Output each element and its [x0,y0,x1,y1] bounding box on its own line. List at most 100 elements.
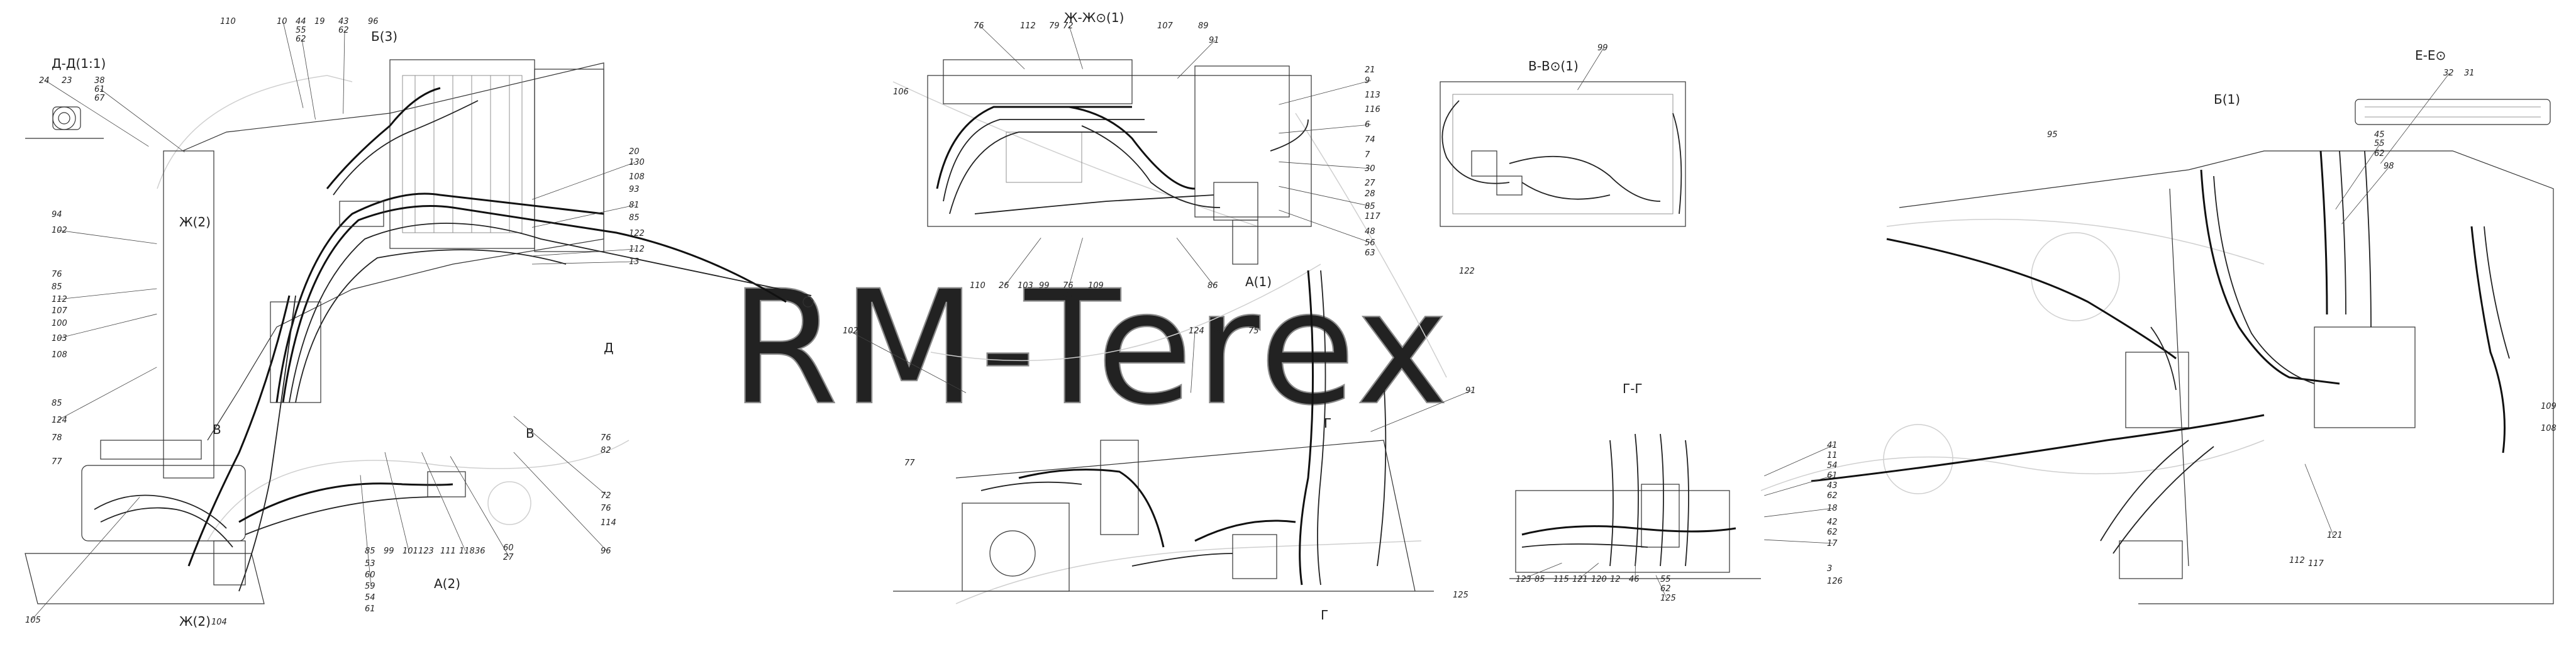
callout-number: 112 [629,245,645,254]
callout-number: 19 [314,17,325,26]
leader-line [57,367,157,421]
callout-number: 6 [1365,120,1370,130]
callout-number: 23 [62,76,72,86]
callout-number: 108 [629,172,645,182]
callout-number: 106 [893,87,909,97]
callout-number: 95 [2047,130,2058,140]
callout-number: 38 [94,76,105,86]
view-5-bottom-center: Г Г [893,270,1434,623]
callout-number: 107 [52,306,68,316]
leader-line [1004,237,1041,286]
leader-line [31,497,140,621]
callout-number: 85 [52,282,62,292]
callout-number: 130 [629,158,645,167]
callout-number: 32 [2443,69,2454,78]
leader-line [1069,238,1083,286]
leader-line [421,452,466,552]
leader-line [1279,161,1372,169]
leader-line [1764,508,1834,518]
callout-number: 9 [1365,76,1370,86]
view-title-zh2-top: Ж(2) [179,214,211,230]
callout-number: 24 [39,76,50,86]
leader-line [1764,539,1834,544]
leader-line [1279,80,1372,105]
callout-number: 112 [2289,556,2305,565]
callout-number: 96 [601,547,611,556]
callout-number: 114 [601,518,616,528]
callout-number: 54 [365,593,375,603]
callout-number: 117 [2308,559,2324,569]
callout-number: 27 [1365,179,1375,188]
leader-line [1176,237,1214,286]
callout-number: 108 [2541,424,2557,433]
leader-line [2335,143,2381,210]
svg-text:Д: Д [604,340,614,355]
callout-number: 115 [1553,575,1569,584]
leader-line [301,38,316,119]
leader-line [513,416,608,496]
callout-number: 45 [2374,130,2385,140]
view-title-e-e: Е-Е⊙ [2415,48,2446,63]
callout-number: 59 [365,582,375,591]
leader-line [57,230,157,244]
callout-number: 41 [1827,441,1838,450]
watermark-text: RM-Terex [730,257,1451,440]
callout-number: 74 [1365,135,1375,145]
callout-number: 11 [1827,451,1838,460]
callout-number: 104 [211,618,227,627]
callout-number: 102 [843,326,858,336]
callout-number: 85 [365,547,375,556]
callout-number: 61 [365,604,375,614]
leader-line [1521,562,1562,580]
leader-line [513,452,608,552]
view-3-v-v: В-В⊙(1) [1440,58,1686,227]
callout-number: 125 [1660,594,1676,603]
callout-number: 55 [1660,575,1671,584]
background-outlines [157,75,2265,604]
callout-number: 124 [52,416,67,425]
leader-line [57,288,157,300]
callout-number: 46 [1629,575,1640,584]
callout-number: 103 [52,334,67,343]
leader-line [450,456,510,558]
leader-line [531,261,636,265]
callout-number: 10 [277,17,287,26]
callout-number: 109 [1088,281,1104,291]
callout-number: 21 [1365,65,1375,75]
callout-number: 94 [52,210,62,219]
callout-number: 85 [52,399,62,408]
leader-line [1279,124,1372,134]
leader-line [1177,40,1216,79]
view-title-g-g: Г-Г [1623,381,1643,396]
callout-number: 102 [52,226,67,235]
callout-number: 121 [1572,575,1588,584]
view-title-v-v: В-В⊙(1) [1528,58,1579,74]
callout-number: 123 [1516,575,1531,584]
callout-number: 99 [384,547,394,556]
callout-number: 108 [52,350,67,360]
callout-number: 91 [1465,386,1476,396]
leader-line [282,21,304,108]
leader-line [1279,186,1372,207]
leader-line [1069,25,1083,69]
callout-number: 125 [1453,591,1468,600]
callout-number: 79 [1049,21,1060,31]
callout-number: 60 [503,543,514,553]
leader-line [1764,475,1834,496]
callout-number: 72 [601,491,611,501]
callout-number: 63 [1365,248,1375,258]
callout-number: 118 [459,547,475,556]
callout-number: 110 [220,17,236,26]
leader-line [1764,445,1834,477]
view-title-d-d: Д-Д(1:1) [52,56,106,71]
callout-number: 62 [1827,528,1838,537]
view-title-b1: Б(1) [2214,92,2240,107]
callout-number: 126 [1827,577,1843,586]
view-d-d: Д-Д(1:1) [25,56,106,139]
leader-line [45,80,149,147]
callout-number: 112 [52,295,67,304]
svg-text:Г: Г [1321,608,1328,623]
callout-number: 75 [1248,326,1259,336]
callout-number: 36 [475,547,486,556]
callout-number: 13 [629,257,640,267]
